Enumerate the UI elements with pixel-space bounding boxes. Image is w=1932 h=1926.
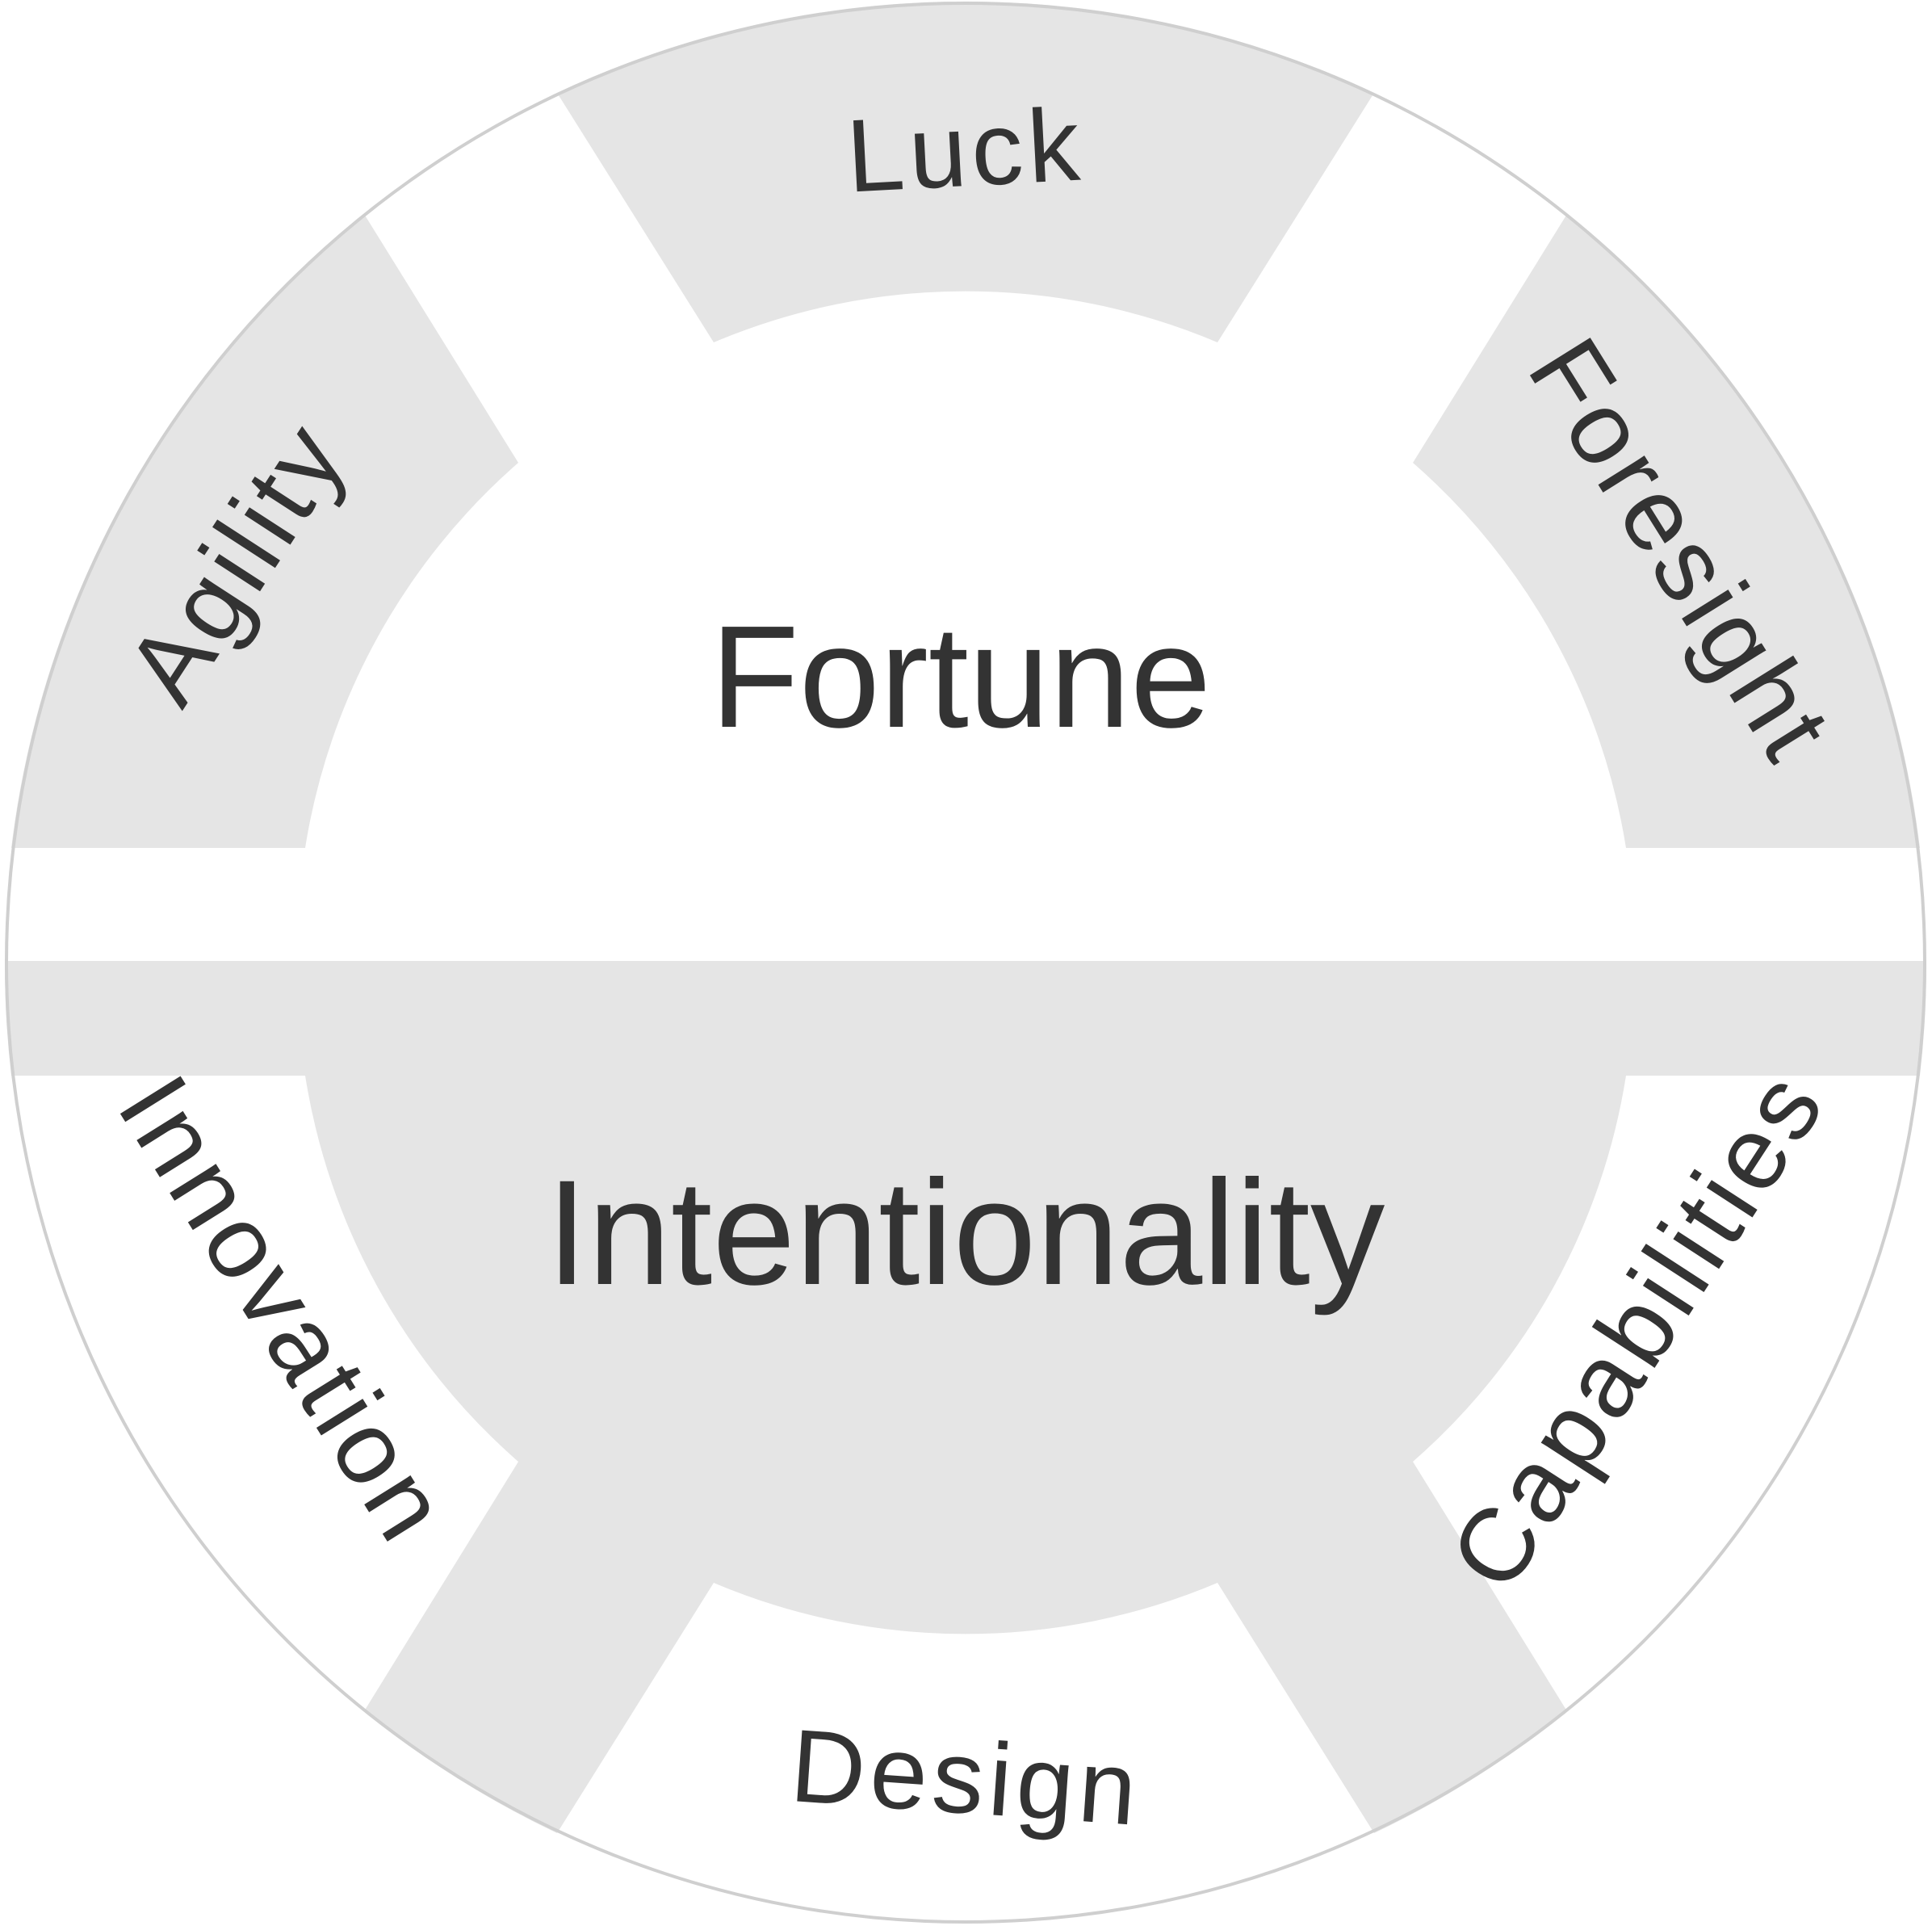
luck-label: Luck [844, 86, 1087, 214]
petal-luck-segment [557, 1, 1374, 342]
petal-foresight-segment [1413, 214, 1920, 848]
design-label: Design [787, 1708, 1145, 1848]
petal-agility-segment [11, 214, 518, 848]
intentionality-label: Intentionality [547, 1150, 1385, 1316]
middle-band [4, 961, 1927, 1076]
fortune-label: Fortune [710, 596, 1211, 758]
wheel-outline [5, 2, 1926, 1924]
intentionality-body [305, 1076, 1626, 1833]
